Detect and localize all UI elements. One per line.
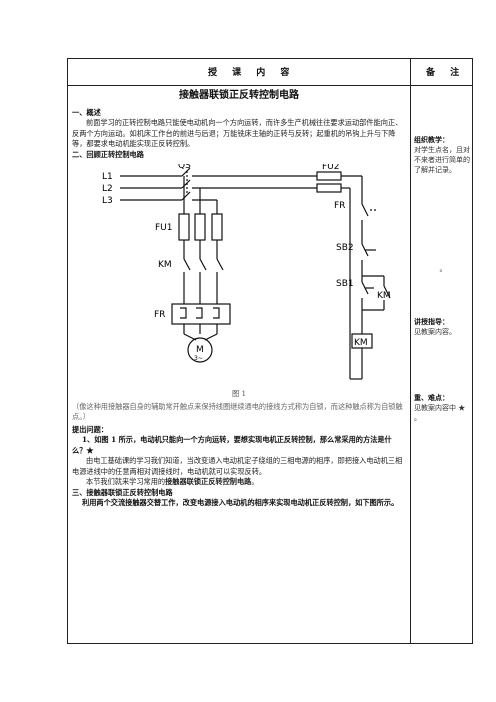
note-key-points: 重、难点： 见教案内容中 ★ 。: [414, 393, 472, 423]
intro-plain: 本节我们就来学习常用的: [86, 477, 166, 486]
note-guide: 讲授指导： 见教案内容。: [414, 317, 472, 337]
header-divider: [68, 85, 472, 86]
label-motor-sub: 3~: [194, 355, 203, 362]
label-km-coil: KM: [354, 338, 368, 348]
label-qs: QS: [178, 164, 191, 171]
note-organize-title: 组织教学：: [414, 136, 449, 144]
self-lock-note: （像这种用接触器自身的辅助常开触点来保持线圈继续通电的接线方式称为自锁，而这种触…: [72, 401, 403, 422]
label-sb1: SB1: [336, 279, 354, 289]
label-motor: M: [196, 345, 204, 355]
answer-text: 由电工基础课的学习我们知道，当改变通入电动机定子绕组的三相电源的相序，即把接入电…: [72, 456, 403, 476]
doc-title: 接触器联锁正反转控制电路: [179, 90, 299, 101]
label-l3: L3: [102, 196, 113, 206]
intro-bold: 接触器联锁正反转控制电路: [165, 477, 252, 486]
note-organize-text: 对学生点名，且对不来者进行简单的了解并记录。: [414, 146, 470, 174]
label-sb2: SB2: [336, 243, 354, 253]
note-key-points-title: 重、难点：: [414, 394, 449, 402]
question-heading: 提出问题：: [72, 424, 108, 434]
column-divider: [410, 59, 411, 643]
label-fr-contact: FR: [334, 201, 345, 211]
lesson-table: 授 课 内 容 备 注 接触器联锁正反转控制电路 一、概述 前面学习的正转控制电…: [67, 58, 473, 644]
label-km: KM: [158, 260, 172, 270]
label-fu2: FU2: [322, 164, 340, 172]
header-content: 授 课 内 容: [208, 68, 296, 78]
figure-caption: 图 1: [231, 389, 247, 398]
label-km-aux: KM: [377, 291, 391, 301]
header-notes: 备 注: [426, 68, 466, 78]
section-1-heading: 一、概述: [72, 107, 101, 117]
label-l2: L2: [102, 184, 113, 194]
section-3-text: 利用两个交流接触器交替工作，改变电源接入电动机的相序来实现电动机正反转控制，如下…: [82, 498, 399, 507]
intro-line: 本节我们就来学习常用的接触器联锁正反转控制电路。: [72, 477, 406, 488]
note-key-points-text: 见教案内容中 ★ 。: [414, 404, 466, 422]
label-l1: L1: [102, 172, 113, 182]
section-1-text: 前面学习的正转控制电路只能使电动机向一个方向运转，而许多生产机械往往要求运动部件…: [72, 118, 403, 148]
intro-end: 。: [251, 477, 259, 486]
section-2-heading: 二、回顾正转控制电路: [72, 149, 144, 159]
label-fu1: FU1: [155, 223, 173, 233]
note-dot: 。: [439, 265, 447, 273]
circuit-svg: L1 L2 L3 QS FU1 FU2 KM FR M 3~ FR SB2 SB…: [102, 161, 391, 380]
label-fr: FR: [154, 310, 165, 320]
note-guide-title: 讲授指导：: [414, 318, 449, 326]
main-content: 接触器联锁正反转控制电路 一、概述 前面学习的正转控制电路只能使电动机向一个方向…: [72, 87, 406, 509]
question-text: 1、如图 1 所示，电动机只能向一个方向运转，要想实现电机正反转控制，那么常采用…: [72, 435, 392, 455]
note-organize: 组织教学： 对学生点名，且对不来者进行简单的了解并记录。: [414, 135, 472, 175]
circuit-diagram: L1 L2 L3 QS FU1 FU2 KM FR M 3~ FR SB2 SB…: [72, 161, 406, 389]
note-guide-text: 见教案内容。: [414, 328, 456, 336]
section-3-heading: 三、接触器联锁正反转控制电路: [72, 487, 173, 497]
